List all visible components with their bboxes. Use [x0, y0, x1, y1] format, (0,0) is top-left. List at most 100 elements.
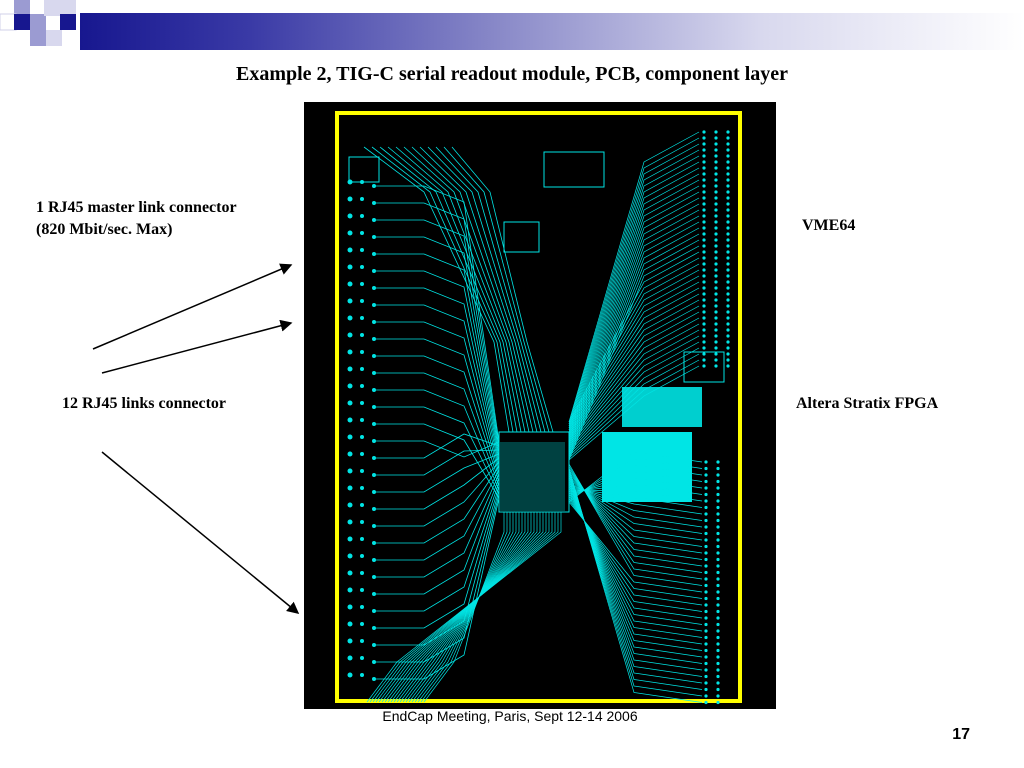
- pcb-trace: [568, 293, 700, 437]
- pcb-pad: [726, 334, 730, 338]
- pcb-pad: [347, 502, 353, 508]
- pcb-pad: [716, 642, 720, 646]
- pcb-pad: [360, 231, 364, 235]
- pcb-pad: [347, 230, 353, 236]
- pcb-pad: [714, 226, 718, 230]
- pcb-pad: [704, 564, 708, 568]
- pcb-pad: [726, 190, 730, 194]
- pcb-pad: [704, 557, 708, 562]
- pcb-pad: [702, 190, 706, 194]
- pcb-pad: [704, 616, 708, 620]
- pcb-pad: [702, 322, 706, 326]
- pcb-pad: [360, 367, 364, 371]
- arrow-master-link: [92, 263, 293, 350]
- arrow-links-upper: [101, 319, 293, 374]
- pcb-pad: [716, 473, 720, 477]
- pcb-trace: [568, 341, 700, 453]
- pcb-pad: [716, 479, 720, 484]
- pcb-component: [503, 221, 540, 253]
- pcb-pad: [726, 292, 730, 296]
- pcb-trace: [568, 487, 703, 508]
- pcb-pad: [704, 505, 708, 510]
- pcb-trace: [379, 146, 518, 433]
- pcb-pad: [726, 328, 730, 332]
- pcb-trace: [568, 173, 700, 437]
- pcb-pad: [704, 473, 708, 477]
- pcb-pad: [704, 642, 708, 646]
- pcb-trace: [568, 167, 700, 435]
- pcb-trace: [374, 433, 500, 459]
- pcb-trace: [443, 146, 550, 433]
- pcb-trace: [568, 191, 700, 443]
- pcb-pad: [347, 281, 353, 287]
- pcb-pad: [704, 590, 708, 594]
- pcb-trace: [568, 484, 703, 495]
- pcb-trace: [568, 479, 703, 534]
- pcb-trace: [568, 305, 700, 441]
- pcb-trace: [568, 497, 703, 606]
- pcb-pad: [702, 220, 706, 224]
- pcb-pad: [714, 250, 718, 254]
- pcb-pad: [704, 583, 708, 588]
- pcb-pad: [704, 609, 708, 614]
- pcb-pad: [347, 366, 353, 372]
- pcb-pad: [702, 250, 706, 254]
- pcb-pad: [716, 564, 720, 568]
- pcb-pad: [716, 525, 720, 529]
- pcb-trace: [568, 451, 703, 503]
- pcb-pad: [714, 196, 718, 200]
- pcb-trace: [374, 219, 500, 451]
- pcb-pad: [716, 531, 720, 536]
- pcb-trace: [374, 321, 500, 475]
- pcb-pad: [702, 130, 706, 134]
- pcb-pad: [714, 190, 718, 194]
- pcb-pad: [360, 282, 364, 286]
- pcb-pad: [347, 604, 353, 610]
- pcb-pad: [716, 583, 720, 588]
- pcb-pad: [726, 178, 730, 182]
- pcb-trace: [374, 473, 500, 578]
- pcb-pad: [347, 400, 353, 406]
- pcb-pad: [726, 280, 730, 284]
- pcb-pad: [360, 401, 364, 405]
- pcb-pad: [702, 148, 706, 152]
- pcb-pad: [704, 674, 708, 679]
- pcb-pad: [360, 588, 364, 592]
- pcb-pad: [726, 352, 730, 356]
- pcb-trace: [568, 481, 703, 528]
- pcb-pad: [704, 466, 708, 471]
- pcb-pad: [360, 197, 364, 201]
- pcb-pad: [714, 280, 718, 284]
- pcb-trace: [568, 477, 703, 495]
- pcb-trace: [568, 463, 703, 586]
- pcb-pad: [360, 656, 364, 660]
- pcb-pad: [714, 208, 718, 212]
- pcb-pad: [726, 286, 730, 290]
- pcb-pad: [704, 570, 708, 575]
- pcb-pad: [704, 544, 708, 549]
- pcb-pad: [726, 202, 730, 206]
- pcb-trace: [568, 458, 703, 501]
- pcb-trace: [374, 481, 500, 612]
- pcb-trace: [374, 423, 500, 499]
- pcb-pad: [702, 334, 706, 338]
- pcb-trace: [568, 467, 703, 703]
- pcb-pad: [714, 322, 718, 326]
- pcb-trace: [374, 389, 500, 491]
- pcb-pad: [704, 596, 708, 601]
- pcb-pad: [360, 486, 364, 490]
- pcb-pad: [702, 166, 706, 170]
- pcb-pad: [716, 538, 720, 542]
- pcb-pad: [702, 214, 706, 218]
- pcb-pad: [347, 672, 353, 678]
- pcb-pad: [704, 518, 708, 523]
- fpga-aux-block: [622, 387, 702, 427]
- pcb-trace: [403, 146, 530, 433]
- pcb-pad: [347, 655, 353, 661]
- pcb-pad: [702, 226, 706, 230]
- pcb-pad: [704, 538, 708, 542]
- pcb-trace: [568, 263, 700, 427]
- pcb-pad: [726, 148, 730, 152]
- pcb-pad: [714, 178, 718, 182]
